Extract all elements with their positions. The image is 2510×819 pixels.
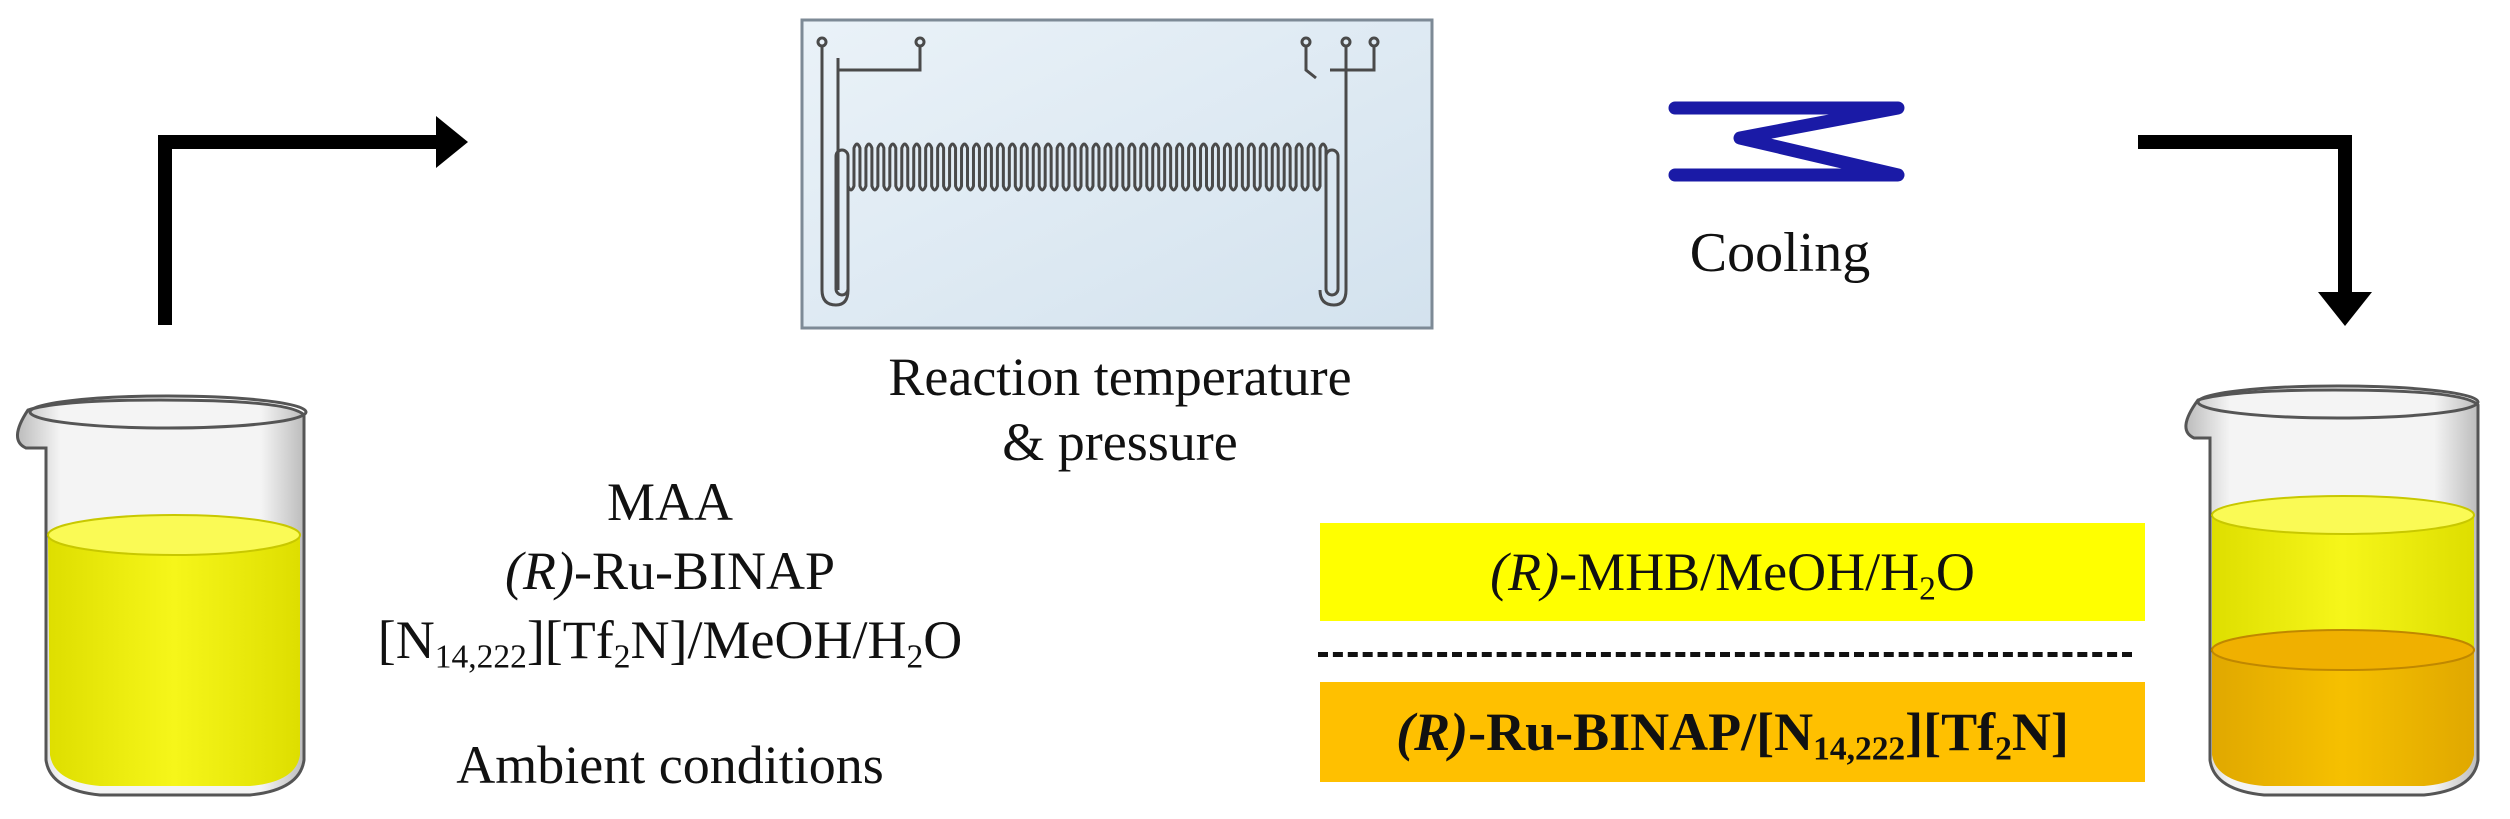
product-arrow: [2138, 135, 2372, 326]
reactor-caption-line1: Reaction temperature: [888, 347, 1352, 407]
left-beaker: [16, 394, 308, 797]
reactor-caption: Reaction temperature & pressure: [840, 345, 1400, 475]
feed-line-solvent: [N14,222][Tf2N]/MeOH/H2O: [377, 610, 963, 676]
feed-line-conditions: Ambient conditions: [456, 735, 884, 796]
feed-line-maa: MAA: [606, 472, 733, 532]
feed-arrow: [158, 116, 468, 325]
right-beaker-lower-liquid: [2212, 650, 2474, 786]
cooling-label: Cooling: [1689, 222, 1871, 284]
reactor-caption-line2: & pressure: [1002, 411, 1238, 472]
catalyst-phase-band: (R)-Ru-BINAP/[N14,222][Tf2N]: [1320, 682, 2145, 782]
cooling-icon: [1668, 101, 1905, 182]
product-phase-band: (R)-MHB/MeOH/H2O: [1320, 523, 2145, 621]
microreactor-chip: [800, 18, 1434, 330]
phase-separator-dashes: [1318, 652, 2132, 657]
serpentine-channel: [846, 142, 1328, 192]
feed-composition: MAA (R)-Ru-BINAP [N14,222][Tf2N]/MeOH/H2…: [330, 468, 1010, 800]
right-beaker-upper-liquid: [2212, 515, 2474, 650]
right-beaker: [2184, 384, 2480, 797]
feed-line-catalyst: (R)-Ru-BINAP: [505, 541, 835, 602]
left-beaker-liquid: [48, 535, 300, 786]
